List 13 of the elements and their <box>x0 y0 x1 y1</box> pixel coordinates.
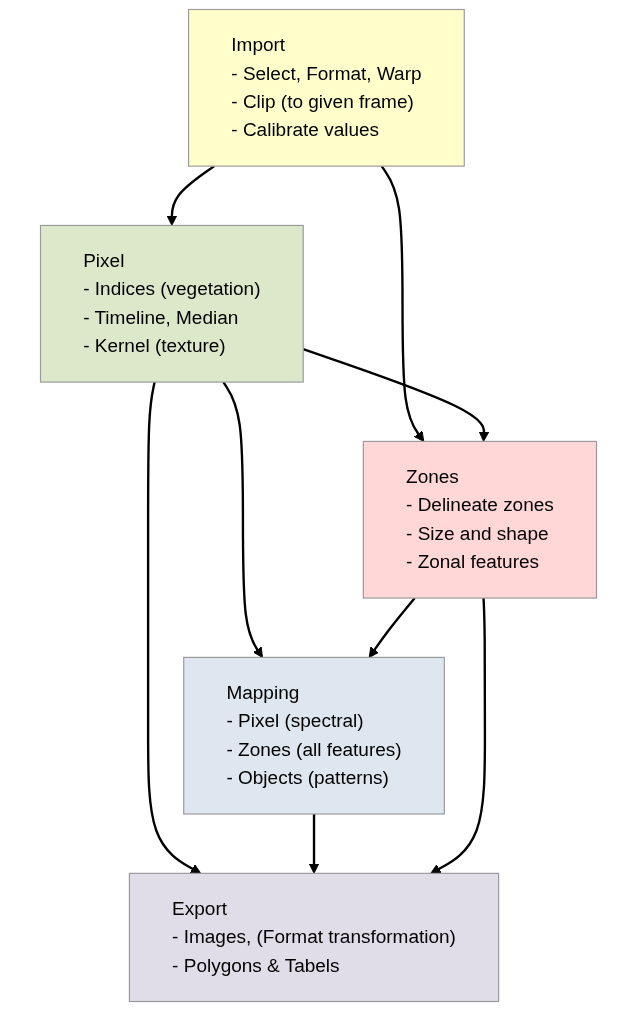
arrow <box>221 381 263 658</box>
node-box: Mapping - Pixel (spectral) - Zones (all features) - Objects (patterns) <box>182 656 445 815</box>
arrow <box>308 814 319 874</box>
node-box: Export - Images, (Format transformation) - Polygons & Tabels <box>128 872 499 1003</box>
arrow <box>368 597 416 658</box>
arrow <box>302 347 489 442</box>
arrow <box>429 598 486 874</box>
arrow <box>146 381 201 874</box>
node-box: Pixel - Indices (vegetation) - Timeline, Median - Kernel (texture) <box>39 224 304 383</box>
arrow <box>166 165 215 226</box>
node-box: Import - Select, Format, Warp - Clip (to given frame) - Calibrate values <box>187 8 465 167</box>
arrow <box>380 165 424 442</box>
node-box: Zones - Delineate zones - Size and shape - Zonal features <box>362 440 597 599</box>
